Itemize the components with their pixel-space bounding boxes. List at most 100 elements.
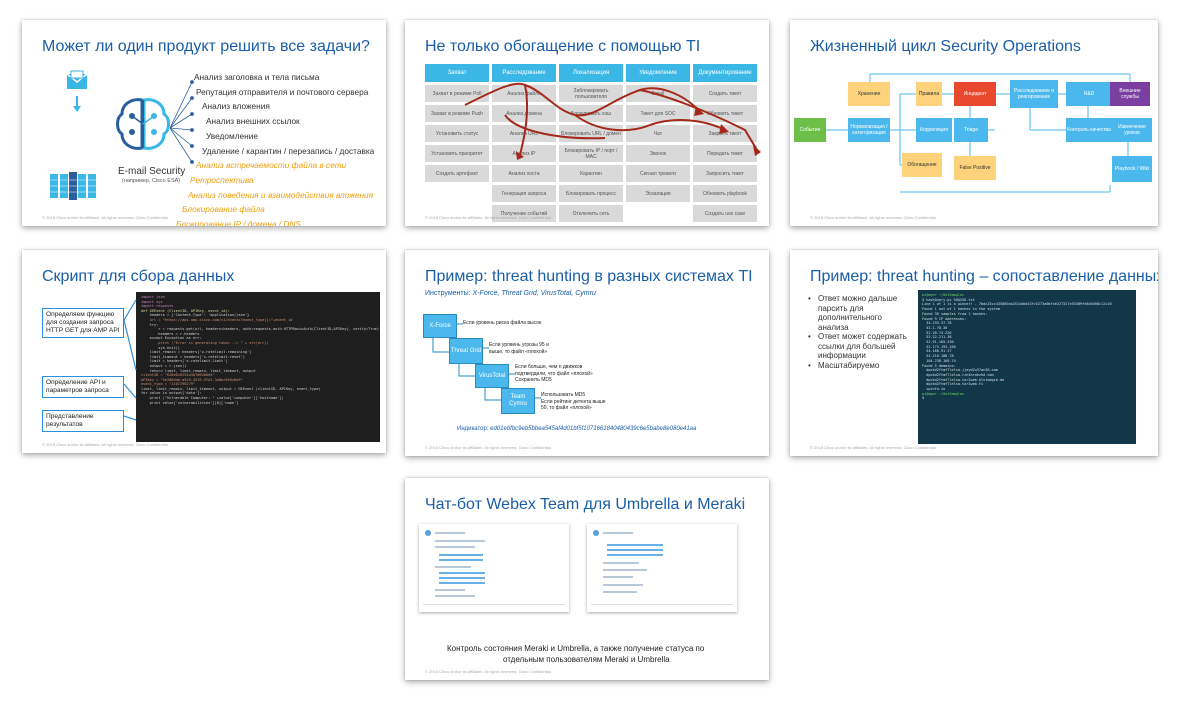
slide-title: Скрипт для сбора данных: [42, 268, 235, 285]
slide-threat-hunting-ti[interactable]: Пример: threat hunting в разных системах…: [405, 250, 769, 456]
ti-note-1: Если уровень риска файла высок: [463, 320, 541, 327]
flow-box-incident: Инцидент: [954, 82, 996, 106]
capability-item: Анализ заголовка и тела письма: [194, 72, 320, 82]
table-cell: Обновить тикет: [693, 105, 757, 122]
table-cell: Создать артефакт: [425, 165, 489, 182]
note-line: Использовать MD5: [541, 392, 586, 398]
slide-data-script[interactable]: Скрипт для сбора данных import json impo…: [22, 250, 386, 453]
ti-step-teamcymru: Team Cymru: [501, 388, 535, 414]
flow-box-false-positive: False Positive: [954, 156, 996, 180]
product-name: E-mail Security: [118, 166, 186, 177]
chatbot-screenshot-1: [419, 524, 569, 612]
code-line: output = r.json(): [141, 363, 187, 368]
table-cell: Сигнал тревоги: [626, 165, 690, 182]
code-line: try:: [141, 322, 159, 327]
table-cell: Анализ файла: [492, 85, 556, 102]
code-line: headers = {'Content-Type': 'application/…: [141, 313, 250, 318]
code-line: def GEEvent (ClientID, APIKey, event_id)…: [141, 308, 230, 313]
terminal-output: pi@ager ~/GetSamples $ hashQuery.py SHA2…: [918, 290, 1136, 444]
email-envelope-icon: [66, 70, 88, 89]
flow-box-correlation: Корреляция: [916, 118, 952, 142]
bullet-item: Ответ может содержать ссылки для большей…: [808, 332, 908, 361]
slide-secops-lifecycle[interactable]: Жизненный цикл Security Operations: [790, 20, 1158, 226]
brain-icon: [116, 98, 170, 150]
missing-capability: Блокирование IP / домена / DNS: [176, 219, 301, 226]
slide-footer: © 2018 Cisco and/or its affiliates. All …: [42, 215, 168, 220]
terminal-line: Found 1 out of 1 hashes in the system: [922, 307, 1000, 312]
slide-email-security[interactable]: Может ли один продукт решить все задачи?…: [22, 20, 386, 226]
code-line: return limit, limit_remain, limit_timeou…: [141, 368, 256, 373]
flow-box-rnd: R&D: [1066, 82, 1112, 106]
product-subtitle: (например, Cisco ESA): [122, 178, 181, 184]
slide-ti-actions[interactable]: Не только обогащение с помощью TI Захват…: [405, 20, 769, 226]
code-line: APIKey = "9e208dde-a519-4519-97e2-3a0bc9…: [141, 377, 243, 382]
code-line: limit_remain = headers['x-ratelimit-rema…: [141, 350, 252, 355]
terminal-line: Found 5 domains:: [922, 363, 956, 368]
code-line: event_type = "1107296279": [141, 382, 196, 387]
flow-box-investigate: Расследование и реагирование: [1010, 80, 1058, 108]
tools-label: Инструменты:: [425, 290, 471, 297]
table-cell: Отключить сеть: [559, 205, 623, 222]
ti-step-virustotal: VirusTotal: [475, 364, 509, 388]
flow-arrows: [464, 82, 761, 160]
caption-line-2: отдельным пользователям Meraki и Umbrell…: [503, 655, 670, 664]
flow-box-triage: Triage: [954, 118, 988, 142]
table-cell: Передать тикет: [693, 145, 757, 162]
note-line: Если больше, чем n движков: [515, 364, 583, 370]
flow-box-normalize: Нормализация / категоризация: [848, 118, 890, 142]
slide-title: Пример: threat hunting – сопоставление д…: [810, 268, 1158, 285]
terminal-line: pi@ager ~/GetSamples: [922, 391, 965, 396]
terminal-line: $: [922, 396, 925, 401]
missing-capability: Анализ поведения и взаимодействия вложен…: [188, 189, 374, 200]
tools-line: Инструменты: X-Force, Threat Grid, Virus…: [425, 290, 596, 297]
table-cell: Создать use case: [693, 205, 757, 222]
indicator-label: Индикатор:: [457, 426, 489, 432]
callout-connectors: [123, 299, 137, 421]
note-line: подтвердили, что файл «плохой»: [515, 370, 593, 377]
terminal-line: dpckd2ftmf7lelsa.jjeyd2u37an30.com: [922, 368, 998, 373]
terminal-line: $ hashQuery.py SHA256.txt: [922, 297, 975, 302]
ti-note-2: Если уровень угрозы 95 и выше, то файл «…: [489, 342, 549, 355]
code-line: limit_timeout = headers['x-ratelimit-res…: [141, 354, 245, 359]
connector-lines: [170, 80, 194, 164]
slide-footer: © 2018 Cisco and/or its affiliates. All …: [425, 215, 551, 220]
code-line: headers = r.headers: [141, 331, 200, 336]
table-cell: Обновить playbook: [693, 185, 757, 202]
table-header: Локализация: [559, 64, 623, 82]
code-line: print ("Error in generating token --> " …: [141, 340, 269, 345]
code-line: url = "https://api.amp.cisco.com/v1/even…: [141, 317, 293, 322]
ti-step-xforce: X-Force: [423, 314, 457, 338]
terminal-line: 52.1.78.36: [922, 325, 948, 330]
callout-http-function: Определяем функцию для создания запроса …: [42, 308, 124, 338]
bullet-item: Масштабируемо: [808, 361, 908, 371]
ti-step-threatgrid: Threat Grid: [449, 338, 483, 364]
capability-item: Уведомление: [206, 130, 258, 141]
code-line: import requests: [141, 304, 174, 309]
ti-note-4: Использовать MD5 Если рейтинг детекта вы…: [541, 392, 606, 412]
slide-webex-chatbot[interactable]: Чат-бот Webex Team для Umbrella и Meraki…: [405, 478, 769, 680]
caption-line-1: Контроль состояния Meraki и Umbrella, а …: [447, 644, 705, 653]
flow-box-quality: Контроль качества: [1066, 118, 1112, 142]
terminal-line: 34.193.37.78: [922, 321, 952, 326]
slide-title: Не только обогащение с помощью TI: [425, 38, 701, 55]
slide-footer: © 2018 Cisco and/or its affiliates. All …: [425, 445, 551, 450]
note-line: Сохранить MD5: [515, 377, 552, 384]
code-line: for value in output['data']:: [141, 391, 202, 396]
table-cell: Анализ IP: [492, 145, 556, 162]
tools-list: X-Force, Threat Grid, VirusTotal, Cymru: [472, 290, 596, 297]
slide-title: Может ли один продукт решить все задачи?: [42, 38, 370, 55]
slide-footer: © 2018 Cisco and/or its affiliates. All …: [810, 445, 936, 450]
correlation-bullets: Ответ можно дальше парсить для дополните…: [808, 294, 908, 370]
flow-box-enrich: Обогащение: [902, 153, 942, 177]
terminal-line: 54.210.188.78: [922, 354, 954, 359]
table-cell: Эскалация: [626, 185, 690, 202]
indicator-line: Индикатор: ed01ebfbc9eb5bbea545af4d01bf5…: [457, 426, 696, 432]
slide-threat-hunting-correlation[interactable]: Пример: threat hunting – сопоставление д…: [790, 250, 1158, 456]
table-cell: Звонок: [626, 145, 690, 162]
table-header: Уведомление: [626, 64, 690, 82]
missing-capability: Блокирование файла: [182, 204, 265, 215]
code-line: import sys: [141, 299, 163, 304]
table-cell: Получение событий: [492, 205, 556, 222]
table-cell: Генерация запроса: [492, 185, 556, 202]
server-rack-icon: [50, 172, 96, 200]
